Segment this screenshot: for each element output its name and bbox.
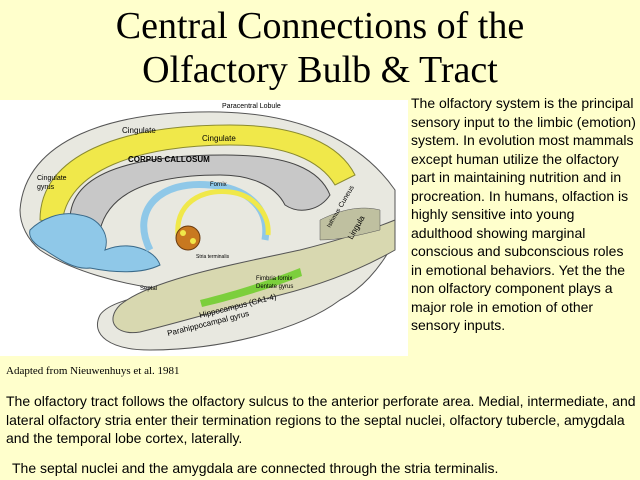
paragraph-septal-amygdala: The septal nuclei and the amygdala are c… [12,460,499,476]
label-stria: Stria terminalis [196,254,230,260]
isthmus-region [319,207,381,241]
title-line-2: Olfactory Bulb & Tract [142,49,498,91]
brain-diagram-svg: Paracentral Lobule Cingulate Cingulate C… [19,103,396,351]
label-dentate: Dentate gyrus [256,284,293,290]
label-corpus-callosum: CORPUS CALLOSUM [128,155,210,164]
figure-caption: Adapted from Nieuwenhuys et al. 1981 [6,365,180,377]
label-cingulate-gyrus-2: gyrus [37,184,55,191]
label-septal: Septal [140,286,157,292]
fornix-arc [175,189,271,246]
amygdala [175,225,201,251]
label-cingulate-gyrus-1: Cingulate [37,175,67,182]
label-paracentral: Paracentral Lobule [222,103,281,110]
label-fornix: Fornix [210,182,227,188]
hippocampus [112,219,396,334]
brain-diagram: Paracentral Lobule Cingulate Cingulate C… [0,100,408,356]
label-cingulate-2: Cingulate [202,134,236,143]
olfactory-region [29,213,161,273]
dentate-strip [200,268,302,307]
title-line-1: Central Connections of the [115,5,525,47]
cingulate-band [39,124,356,226]
paragraph-olfactory-tract: The olfactory tract follows the olfactor… [6,393,636,446]
label-fimbria: Fimbria fornix [256,276,292,282]
slide-title: Central Connections of the Olfactory Bul… [0,4,640,92]
corpus-callosum [69,154,331,240]
side-paragraph: The olfactory system is the principal se… [411,95,636,333]
label-cingulate-1: Cingulate [122,126,156,135]
